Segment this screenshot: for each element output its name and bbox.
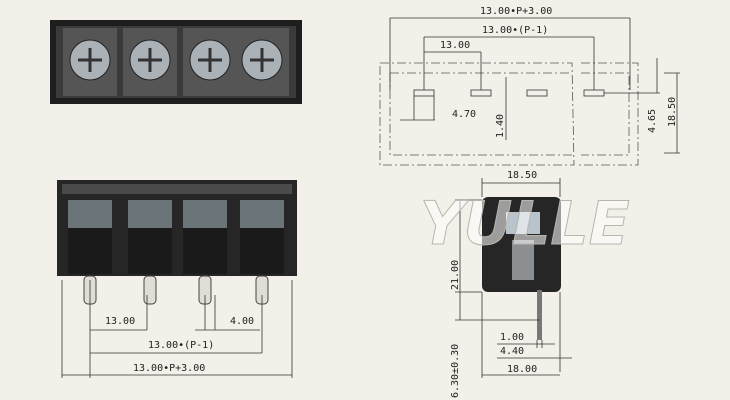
dim-front-pin-spacing: 4.00 [230, 316, 254, 327]
watermark-logo: YULLE [420, 189, 630, 259]
terminal-cell [68, 200, 112, 305]
side-view-section [455, 178, 572, 378]
dim-side-pin-length: 6.30±0.30 [450, 344, 461, 398]
terminal-cell [128, 200, 172, 305]
dim-side-pin-offset: 4.40 [500, 346, 524, 357]
dim-top-pitch: 13.00 [440, 40, 470, 51]
dim-front-pitch-span: 13.00•(P-1) [148, 340, 214, 351]
dim-front-overall: 13.00•P+3.00 [133, 363, 205, 374]
dim-front-pitch: 13.00 [105, 316, 135, 327]
front-view-dimensions [61, 280, 293, 378]
dim-side-pin-width: 1.00 [500, 332, 524, 343]
dim-top-pin-offset: 4.65 [647, 109, 658, 133]
terminal-cell [183, 200, 227, 305]
dim-top-depth: 18.50 [667, 97, 678, 127]
dim-side-base-width: 18.00 [507, 364, 537, 375]
front-photo-terminal-block [57, 180, 297, 305]
terminal-cell [240, 200, 284, 305]
top-view-outline [379, 17, 680, 166]
dim-top-pin-thickness: 1.40 [495, 114, 506, 138]
dim-side-top-width: 18.50 [507, 170, 537, 181]
dim-top-overall: 13.00•P+3.00 [480, 6, 552, 17]
dim-top-pitch-span: 13.00•(P-1) [482, 25, 548, 36]
dim-side-height: 21.00 [450, 260, 461, 290]
top-photo-terminal-block [50, 20, 302, 104]
dim-top-pin-width: 4.70 [452, 109, 476, 120]
